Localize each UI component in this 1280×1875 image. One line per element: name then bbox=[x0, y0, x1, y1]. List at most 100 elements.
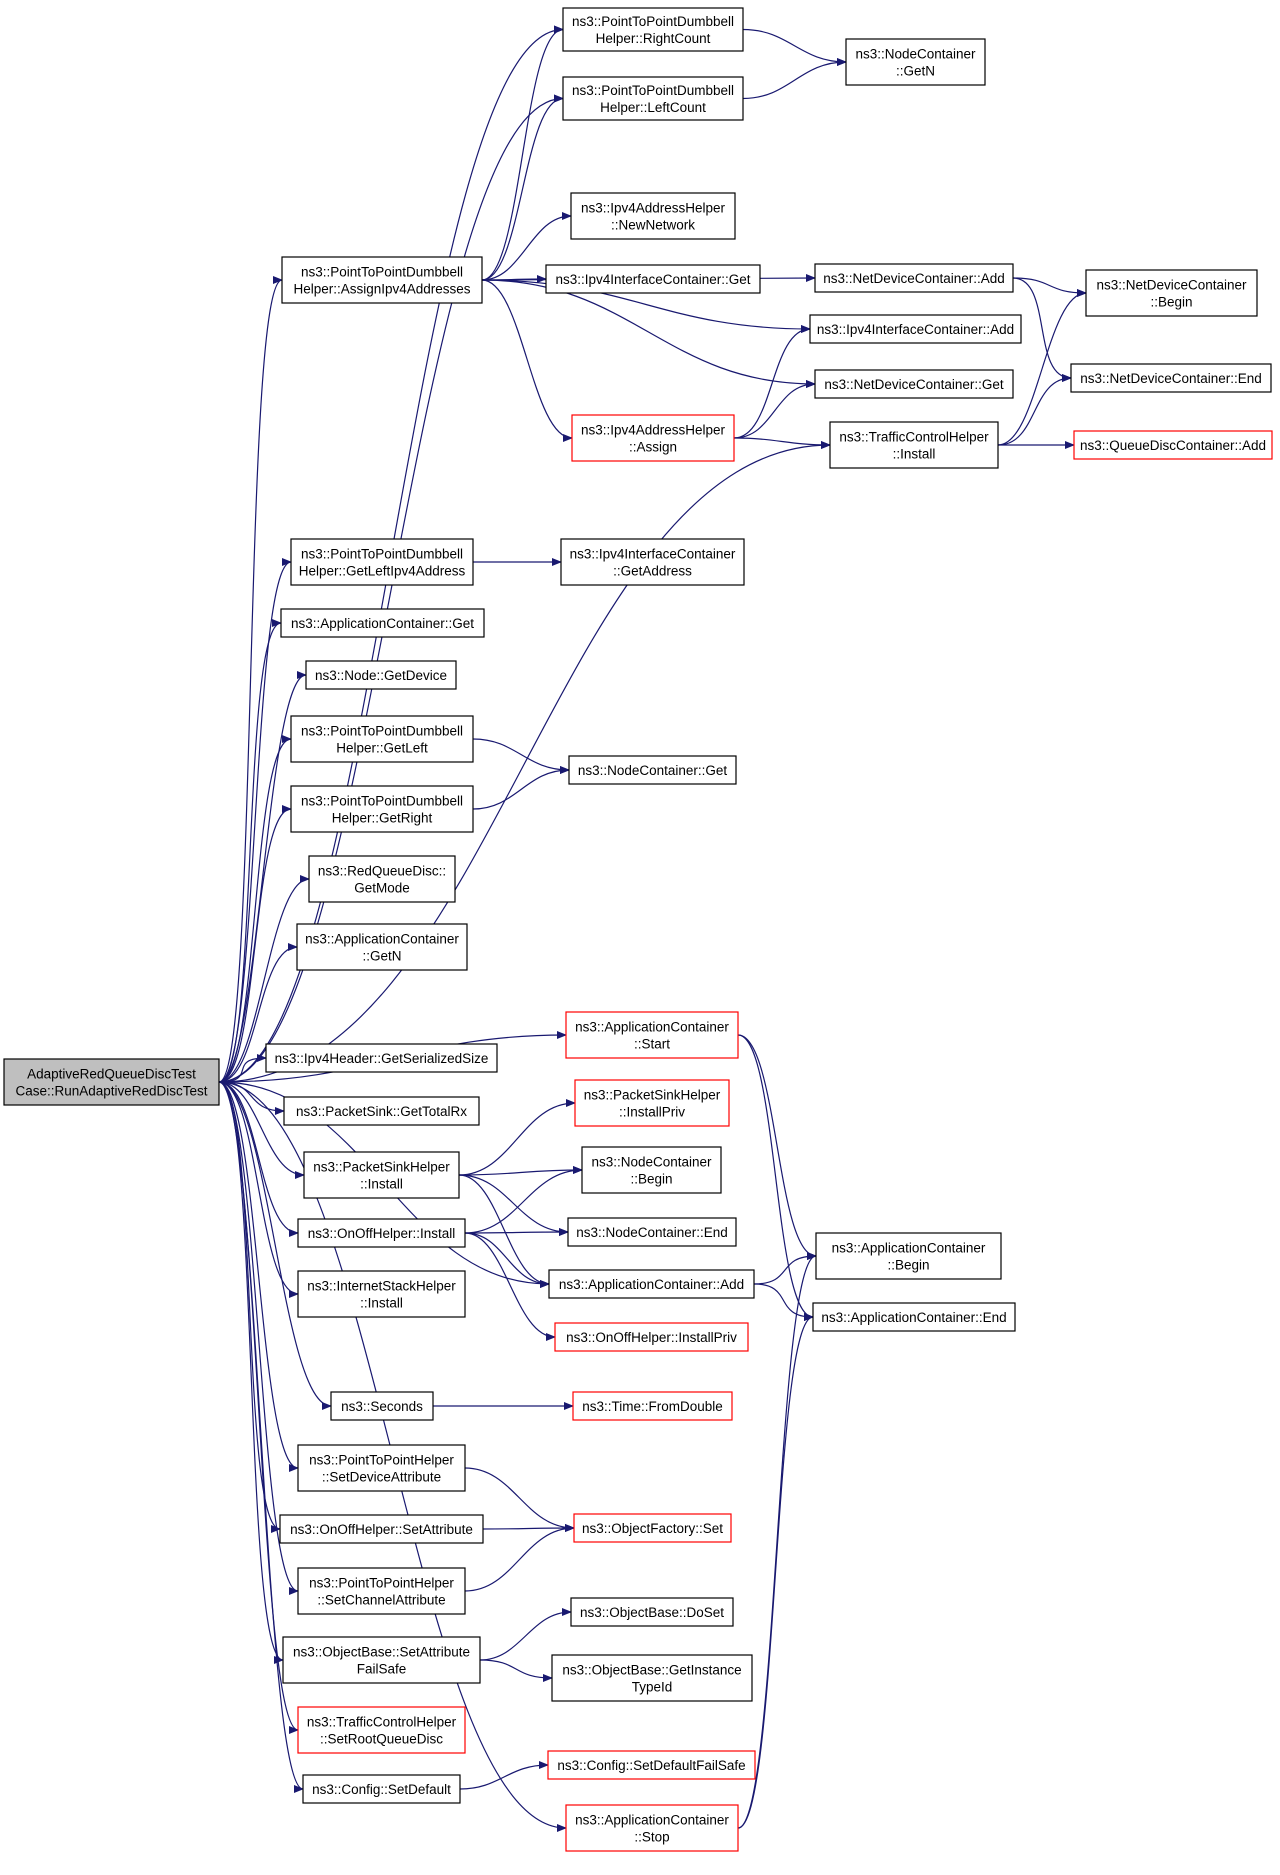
node-psh-install[interactable]: ns3::PacketSinkHelper::Install bbox=[303, 1151, 460, 1199]
edge-getright-to-nc_get bbox=[472, 766, 570, 810]
node-psh-installpriv[interactable]: ns3::PacketSinkHelper::InstallPriv bbox=[574, 1079, 730, 1127]
edge-root-to-getright bbox=[218, 805, 292, 1083]
node-ndc-get[interactable]: ns3::NetDeviceContainer::Get bbox=[814, 369, 1014, 399]
edge-psh_install-to-psh_installpriv bbox=[458, 1099, 576, 1176]
node-label-line: ns3::NetDeviceContainer::Add bbox=[823, 271, 1005, 286]
node-label-line: ::Begin bbox=[630, 1172, 672, 1187]
node-box bbox=[845, 38, 986, 86]
node-label-line: ns3::PointToPointHelper bbox=[309, 1576, 454, 1591]
edge-root-to-red_getmode bbox=[218, 875, 310, 1083]
node-label-line: ns3::NetDeviceContainer::Get bbox=[824, 377, 1004, 392]
node-ipv4ic-getaddress[interactable]: ns3::Ipv4InterfaceContainer::GetAddress bbox=[560, 538, 745, 586]
node-tch-install[interactable]: ns3::TrafficControlHelper::Install bbox=[829, 421, 999, 469]
edge-psh_install-to-nc_end bbox=[458, 1174, 569, 1236]
node-box bbox=[814, 263, 1014, 293]
edge-ac_stop-to-ac_begin bbox=[737, 1252, 817, 1829]
node-label-line: ns3::ApplicationContainer bbox=[575, 1813, 729, 1828]
node-label-line: ns3::PointToPointDumbbell bbox=[301, 794, 463, 809]
node-ipv4ah-newnetwork[interactable]: ns3::Ipv4AddressHelper::NewNetwork bbox=[570, 192, 736, 240]
node-box bbox=[571, 414, 735, 462]
node-box bbox=[283, 1096, 480, 1126]
node-tch-setroot[interactable]: ns3::TrafficControlHelper::SetRootQueueD… bbox=[297, 1706, 466, 1754]
node-box bbox=[568, 755, 737, 785]
edge-root-to-getleft bbox=[218, 735, 292, 1083]
node-seconds[interactable]: ns3::Seconds bbox=[330, 1391, 434, 1421]
node-ac-getn[interactable]: ns3::ApplicationContainer::GetN bbox=[296, 923, 468, 971]
node-label-line: ::Begin bbox=[887, 1258, 929, 1273]
edge-assignipv4-to-ndc_get bbox=[481, 279, 816, 388]
node-setdeviceattr[interactable]: ns3::PointToPointHelper::SetDeviceAttrib… bbox=[297, 1444, 466, 1492]
node-ndc-begin[interactable]: ns3::NetDeviceContainer::Begin bbox=[1085, 269, 1258, 317]
node-rightcount[interactable]: ns3::PointToPointDumbbellHelper::RightCo… bbox=[562, 7, 744, 52]
node-ac-get[interactable]: ns3::ApplicationContainer::Get bbox=[280, 608, 485, 638]
node-getleftipv4[interactable]: ns3::PointToPointDumbbellHelper::GetLeft… bbox=[290, 538, 474, 586]
node-assignipv4[interactable]: ns3::PointToPointDumbbellHelper::AssignI… bbox=[281, 256, 483, 304]
node-box bbox=[290, 538, 474, 586]
node-nc-end[interactable]: ns3::NodeContainer::End bbox=[567, 1217, 737, 1247]
node-label-line: ::Install bbox=[893, 447, 936, 462]
node-ipv4ic-add[interactable]: ns3::Ipv4InterfaceContainer::Add bbox=[809, 314, 1022, 344]
node-label-line: ns3::QueueDiscContainer::Add bbox=[1080, 438, 1266, 453]
node-label-line: ns3::NetDeviceContainer::End bbox=[1080, 371, 1262, 386]
node-ipv4ic-get[interactable]: ns3::Ipv4InterfaceContainer::Get bbox=[545, 264, 761, 294]
edge-root-to-getleftipv4 bbox=[218, 558, 292, 1083]
node-of-set[interactable]: ns3::ObjectFactory::Set bbox=[573, 1513, 732, 1543]
edge-root-to-ac_getn bbox=[218, 943, 298, 1083]
node-onoff-installpriv[interactable]: ns3::OnOffHelper::InstallPriv bbox=[554, 1322, 749, 1352]
edge-onoff_install-to-nc_end bbox=[464, 1228, 569, 1237]
node-red-getmode[interactable]: ns3::RedQueueDisc::GetMode bbox=[308, 855, 456, 903]
node-label-line: ns3::ObjectBase::GetInstance bbox=[562, 1663, 741, 1678]
node-nc-get[interactable]: ns3::NodeContainer::Get bbox=[568, 755, 737, 785]
node-cfg-setdefault[interactable]: ns3::Config::SetDefault bbox=[302, 1774, 461, 1804]
node-box bbox=[545, 264, 761, 294]
node-cfg-setdefaultfailsafe[interactable]: ns3::Config::SetDefaultFailSafe bbox=[547, 1750, 756, 1780]
node-qdc-add[interactable]: ns3::QueueDiscContainer::Add bbox=[1073, 430, 1273, 460]
node-box bbox=[572, 1391, 733, 1421]
node-ps-gettotalrx[interactable]: ns3::PacketSink::GetTotalRx bbox=[283, 1096, 480, 1126]
node-label-line: ::Install bbox=[360, 1296, 403, 1311]
node-leftcount[interactable]: ns3::PointToPointDumbbellHelper::LeftCou… bbox=[562, 76, 744, 121]
node-onoff-install[interactable]: ns3::OnOffHelper::Install bbox=[297, 1218, 466, 1248]
node-setchannelattr[interactable]: ns3::PointToPointHelper::SetChannelAttri… bbox=[297, 1567, 466, 1615]
node-ndc-end[interactable]: ns3::NetDeviceContainer::End bbox=[1070, 363, 1272, 393]
node-ipv4header[interactable]: ns3::Ipv4Header::GetSerializedSize bbox=[265, 1043, 498, 1073]
node-node-getdevice[interactable]: ns3::Node::GetDevice bbox=[305, 660, 457, 690]
node-label-line: ns3::Ipv4AddressHelper bbox=[581, 423, 726, 438]
node-ipv4ah-assign[interactable]: ns3::Ipv4AddressHelper::Assign bbox=[571, 414, 735, 462]
edge-root-to-onoff_install bbox=[218, 1081, 299, 1237]
nodes-layer: AdaptiveRedQueueDiscTestCase::RunAdaptiv… bbox=[3, 7, 1273, 1852]
node-label-line: ns3::NodeContainer bbox=[591, 1155, 712, 1170]
node-onoff-setattr[interactable]: ns3::OnOffHelper::SetAttribute bbox=[279, 1514, 484, 1544]
node-box bbox=[3, 1058, 220, 1106]
node-ndc-add[interactable]: ns3::NetDeviceContainer::Add bbox=[814, 263, 1014, 293]
edge-ndc_add-to-ndc_end bbox=[1012, 277, 1072, 382]
node-nc-getn[interactable]: ns3::NodeContainer::GetN bbox=[845, 38, 986, 86]
node-ish-install[interactable]: ns3::InternetStackHelper::Install bbox=[297, 1270, 466, 1318]
node-ac-end[interactable]: ns3::ApplicationContainer::End bbox=[812, 1302, 1016, 1332]
node-box bbox=[330, 1391, 434, 1421]
node-label-line: ::GetN bbox=[896, 64, 935, 79]
node-ob-doset[interactable]: ns3::ObjectBase::DoSet bbox=[570, 1597, 734, 1627]
node-box bbox=[548, 1269, 755, 1299]
node-box bbox=[265, 1043, 498, 1073]
node-label-line: ::Start bbox=[634, 1037, 670, 1052]
node-time-fromdouble[interactable]: ns3::Time::FromDouble bbox=[572, 1391, 733, 1421]
node-box bbox=[1070, 363, 1272, 393]
node-getright[interactable]: ns3::PointToPointDumbbellHelper::GetRigh… bbox=[290, 785, 474, 833]
node-ac-begin[interactable]: ns3::ApplicationContainer::Begin bbox=[815, 1232, 1002, 1280]
node-box bbox=[290, 715, 474, 763]
node-box bbox=[565, 1804, 739, 1852]
edge-assignipv4-to-ipv4ah_assign bbox=[481, 279, 573, 442]
node-label-line: ns3::ObjectBase::DoSet bbox=[580, 1605, 724, 1620]
node-label-line: FailSafe bbox=[357, 1662, 407, 1677]
node-ac-start[interactable]: ns3::ApplicationContainer::Start bbox=[565, 1011, 739, 1059]
node-label-line: ns3::ApplicationContainer::Add bbox=[559, 1277, 744, 1292]
edge-onoff_install-to-onoff_installpriv bbox=[464, 1232, 556, 1341]
node-ac-stop[interactable]: ns3::ApplicationContainer::Stop bbox=[565, 1804, 739, 1852]
node-label-line: ::Stop bbox=[634, 1830, 669, 1845]
node-ac-add[interactable]: ns3::ApplicationContainer::Add bbox=[548, 1269, 755, 1299]
node-nc-begin[interactable]: ns3::NodeContainer::Begin bbox=[581, 1146, 722, 1194]
